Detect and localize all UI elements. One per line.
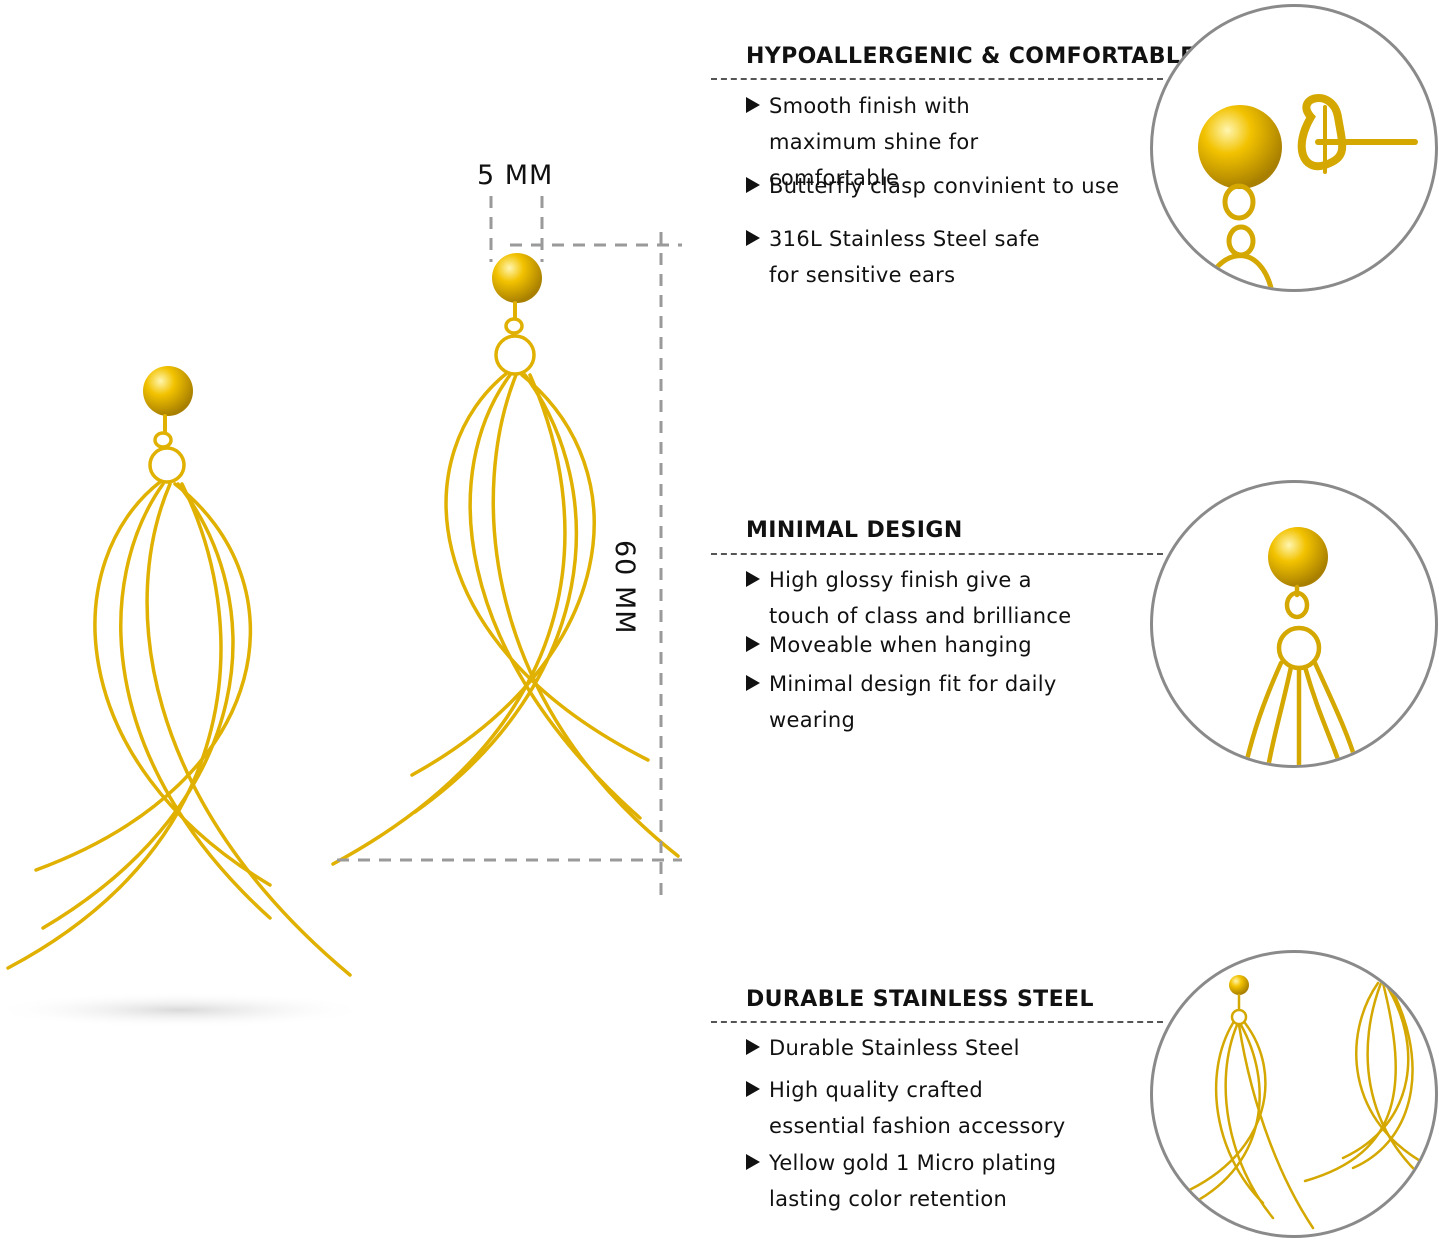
width-dimension-label: 5 MM <box>477 160 554 191</box>
feature-bullet: Moveable when hanging <box>746 627 1149 663</box>
section-title-hypoallergenic: HYPOALLERGENIC & COMFORTABLE <box>746 44 1196 69</box>
section-divider <box>711 78 1163 80</box>
earrings-product-illustration <box>0 196 682 1028</box>
triangle-bullet-icon <box>746 230 760 246</box>
length-dimension-label: 60 MM <box>609 540 640 635</box>
earring-pair-closeup-icon <box>1150 950 1438 1238</box>
section-divider <box>711 553 1163 555</box>
triangle-bullet-icon <box>746 1039 760 1055</box>
triangle-bullet-icon <box>746 97 760 113</box>
triangle-bullet-icon <box>746 1081 760 1097</box>
triangle-bullet-icon <box>746 1154 760 1170</box>
section-title-minimal-design: MINIMAL DESIGN <box>746 518 963 543</box>
feature-bullet: Smooth finish with maximum shine for com… <box>746 88 1074 196</box>
earring-stud-butterfly-closeup-icon <box>1150 4 1438 292</box>
section-title-durable-steel: DURABLE STAINLESS STEEL <box>746 987 1094 1012</box>
feature-bullet: Butterfly clasp convinient to use <box>746 168 1129 204</box>
earring-left <box>6 366 352 977</box>
feature-bullet: Durable Stainless Steel <box>746 1030 1149 1066</box>
dimension-guides <box>337 196 682 896</box>
feature-bullet: High glossy finish give a touch of class… <box>746 562 1099 634</box>
triangle-bullet-icon <box>746 675 760 691</box>
feature-bullet: 316L Stainless Steel safe for sensitive … <box>746 221 1069 293</box>
earring-right <box>331 253 680 866</box>
section-divider <box>711 1021 1163 1023</box>
triangle-bullet-icon <box>746 636 760 652</box>
triangle-bullet-icon <box>746 177 760 193</box>
shadow-ellipse <box>0 992 370 1028</box>
triangle-bullet-icon <box>746 571 760 587</box>
earring-ball-hook-closeup-icon <box>1150 480 1438 768</box>
feature-bullet: Yellow gold 1 Micro plating lasting colo… <box>746 1145 1069 1217</box>
feature-bullet: Minimal design fit for daily wearing <box>746 666 1149 738</box>
feature-bullet: High quality crafted essential fashion a… <box>746 1072 1084 1144</box>
